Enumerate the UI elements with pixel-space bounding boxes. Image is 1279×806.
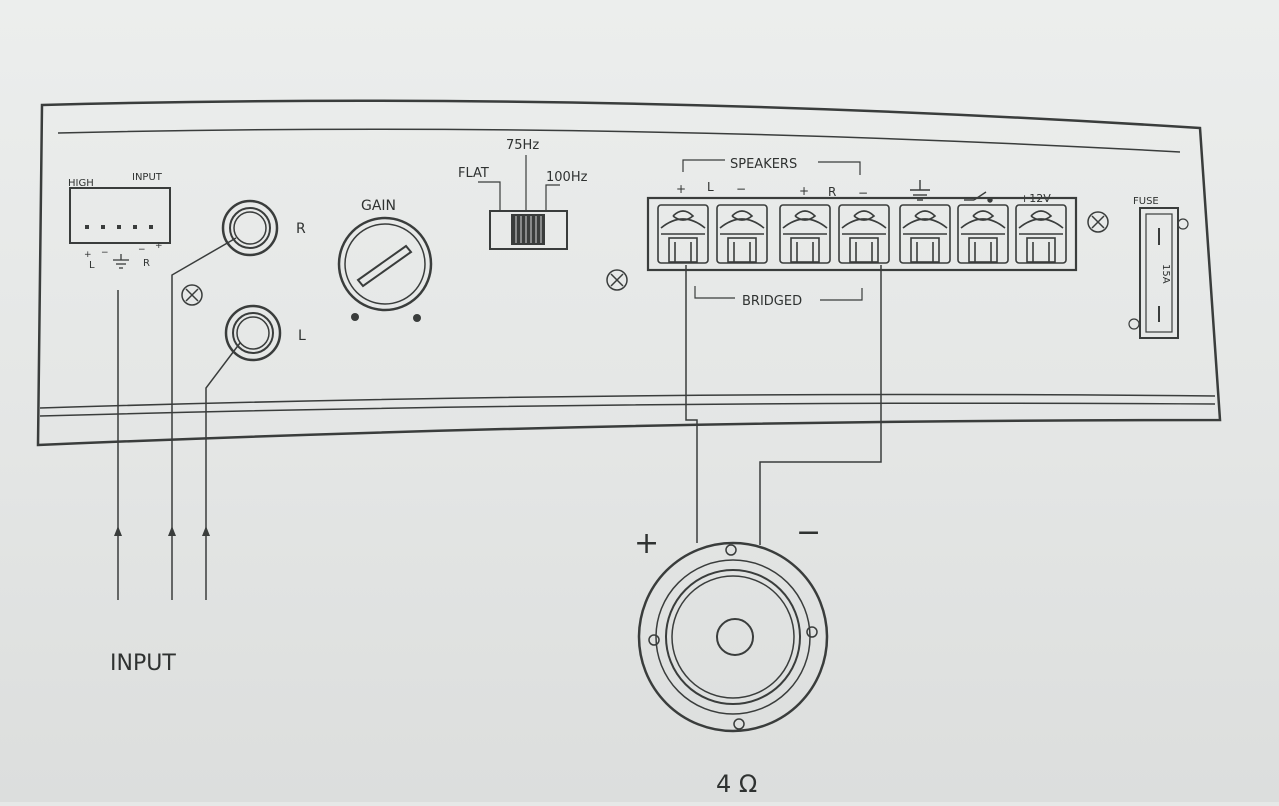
pin-l-label: L bbox=[89, 260, 95, 271]
ground-icon bbox=[113, 254, 129, 269]
speaker-terminal-block: SPEAKERS + L − + R − +12V BRIDGED bbox=[646, 157, 1078, 309]
fuse-rating: 15A bbox=[1160, 264, 1171, 284]
amplifier-panel bbox=[36, 99, 1222, 447]
terminal-label: + bbox=[799, 184, 809, 198]
bridged-label: BRIDGED bbox=[742, 294, 802, 309]
speaker-terminal[interactable] bbox=[957, 204, 1009, 264]
rca-jack-left[interactable]: L bbox=[224, 304, 306, 362]
pin-label: − bbox=[101, 248, 109, 258]
pin-label: + bbox=[155, 241, 163, 251]
pin-r-label: R bbox=[143, 258, 150, 269]
pin-label: − bbox=[138, 245, 146, 255]
input-wires: INPUT bbox=[110, 237, 241, 676]
xover-100hz-label: 100Hz bbox=[546, 170, 588, 185]
arrow-up-icon bbox=[168, 526, 176, 536]
terminal-label: − bbox=[858, 186, 868, 200]
speaker-minus: − bbox=[796, 515, 821, 550]
fuse-holder[interactable]: FUSE 15A bbox=[1128, 196, 1189, 339]
ground-icon bbox=[910, 180, 930, 201]
speaker-plus: + bbox=[634, 526, 659, 561]
rca-l-label: L bbox=[298, 328, 306, 344]
mount-screw-icon bbox=[606, 269, 628, 291]
speaker-terminal[interactable] bbox=[779, 204, 831, 264]
rca-jack-right[interactable]: R bbox=[221, 199, 306, 257]
speaker-terminal[interactable] bbox=[838, 204, 890, 264]
terminal-label: + bbox=[676, 182, 686, 196]
high-input-connector: HIGH INPUT + − − + L R bbox=[68, 172, 171, 271]
speakers-header: SPEAKERS bbox=[730, 157, 797, 172]
terminal-label: L bbox=[707, 180, 714, 194]
mount-screw-icon bbox=[1087, 211, 1109, 233]
crossover-switch[interactable]: 75Hz FLAT 100Hz bbox=[458, 138, 588, 250]
speaker-terminal[interactable] bbox=[899, 204, 951, 264]
xover-flat-label: FLAT bbox=[458, 166, 489, 181]
arrow-up-icon bbox=[114, 526, 122, 536]
speaker: + − 4 Ω bbox=[634, 515, 829, 798]
xover-75hz-label: 75Hz bbox=[506, 138, 539, 153]
terminal-label: R bbox=[828, 185, 836, 199]
rca-r-label: R bbox=[296, 221, 306, 237]
speaker-terminal[interactable] bbox=[1015, 204, 1067, 264]
high-label: HIGH bbox=[68, 178, 94, 189]
gain-label: GAIN bbox=[361, 198, 396, 214]
mount-screw-icon bbox=[181, 284, 203, 306]
arrow-up-icon bbox=[202, 526, 210, 536]
speaker-terminal[interactable] bbox=[657, 204, 709, 264]
gain-knob[interactable]: GAIN bbox=[337, 198, 433, 322]
terminal-label: − bbox=[736, 182, 746, 196]
input-caption: INPUT bbox=[110, 651, 176, 676]
speaker-impedance: 4 Ω bbox=[716, 770, 757, 798]
high-input-label: INPUT bbox=[132, 172, 163, 183]
pin-label: + bbox=[84, 250, 92, 260]
fuse-label: FUSE bbox=[1133, 196, 1159, 207]
speaker-wires bbox=[685, 265, 882, 545]
speaker-terminal[interactable] bbox=[716, 204, 768, 264]
